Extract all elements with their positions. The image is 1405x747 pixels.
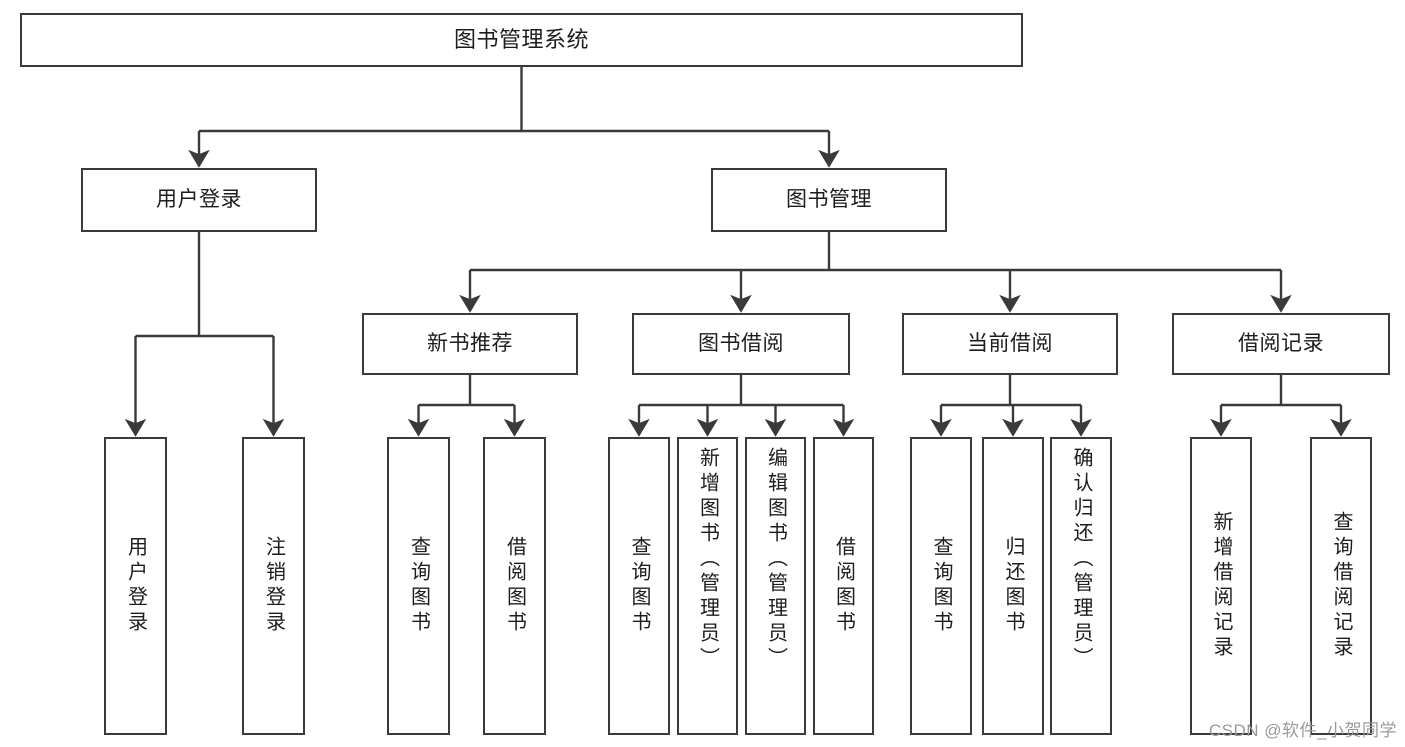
node-label: 编辑图书（管理员） (764, 447, 787, 672)
node-label: 新书推荐 (427, 331, 513, 355)
node-label: 新增借阅记录 (1210, 511, 1232, 661)
node-new-book-recommendation[interactable]: 新书推荐 (362, 313, 578, 375)
leaf-edit-book-admin[interactable]: 编辑图书（管理员） (745, 437, 806, 735)
leaf-add-book-admin[interactable]: 新增图书（管理员） (677, 437, 738, 735)
leaf-return-book[interactable]: 归还图书 (982, 437, 1044, 735)
node-label: 注销登录 (262, 536, 285, 636)
node-label: 归还图书 (1002, 536, 1024, 636)
node-book-borrowing[interactable]: 图书借阅 (632, 313, 850, 375)
node-label: 查询图书 (628, 536, 650, 636)
leaf-user-login[interactable]: 用户登录 (104, 437, 167, 735)
node-label: 图书借阅 (698, 331, 784, 355)
node-borrowing-records[interactable]: 借阅记录 (1172, 313, 1390, 375)
node-book-management[interactable]: 图书管理 (711, 168, 947, 232)
leaf-logout[interactable]: 注销登录 (242, 437, 305, 735)
node-label: 查询借阅记录 (1330, 511, 1352, 661)
node-label: 借阅图书 (503, 536, 526, 636)
leaf-add-borrowing-record[interactable]: 新增借阅记录 (1190, 437, 1252, 735)
node-user-login[interactable]: 用户登录 (81, 168, 317, 232)
node-label: 用户登录 (156, 187, 242, 211)
leaf-confirm-return-admin[interactable]: 确认归还（管理员） (1050, 437, 1112, 735)
node-label: 借阅图书 (832, 536, 855, 636)
node-label: 用户登录 (124, 536, 147, 636)
node-label: 查询图书 (407, 536, 430, 636)
node-label: 查询图书 (930, 536, 952, 636)
leaf-query-borrowing-record[interactable]: 查询借阅记录 (1310, 437, 1372, 735)
csdn-watermark: CSDN @软件_小贺同学 (1208, 721, 1397, 740)
node-label: 图书管理 (786, 187, 872, 211)
leaf-query-book-borrowing[interactable]: 查询图书 (608, 437, 670, 735)
leaf-query-book-current[interactable]: 查询图书 (910, 437, 972, 735)
node-root-book-management-system[interactable]: 图书管理系统 (20, 13, 1023, 67)
node-label: 新增图书（管理员） (696, 447, 719, 672)
leaf-borrow-book-recommend[interactable]: 借阅图书 (483, 437, 546, 735)
node-label: 图书管理系统 (453, 27, 589, 53)
leaf-borrow-book[interactable]: 借阅图书 (813, 437, 874, 735)
node-label: 确认归还（管理员） (1070, 447, 1092, 672)
node-label: 当前借阅 (967, 331, 1053, 355)
leaf-query-book-recommend[interactable]: 查询图书 (387, 437, 450, 735)
node-label: 借阅记录 (1238, 331, 1324, 355)
node-current-borrowing[interactable]: 当前借阅 (902, 313, 1118, 375)
